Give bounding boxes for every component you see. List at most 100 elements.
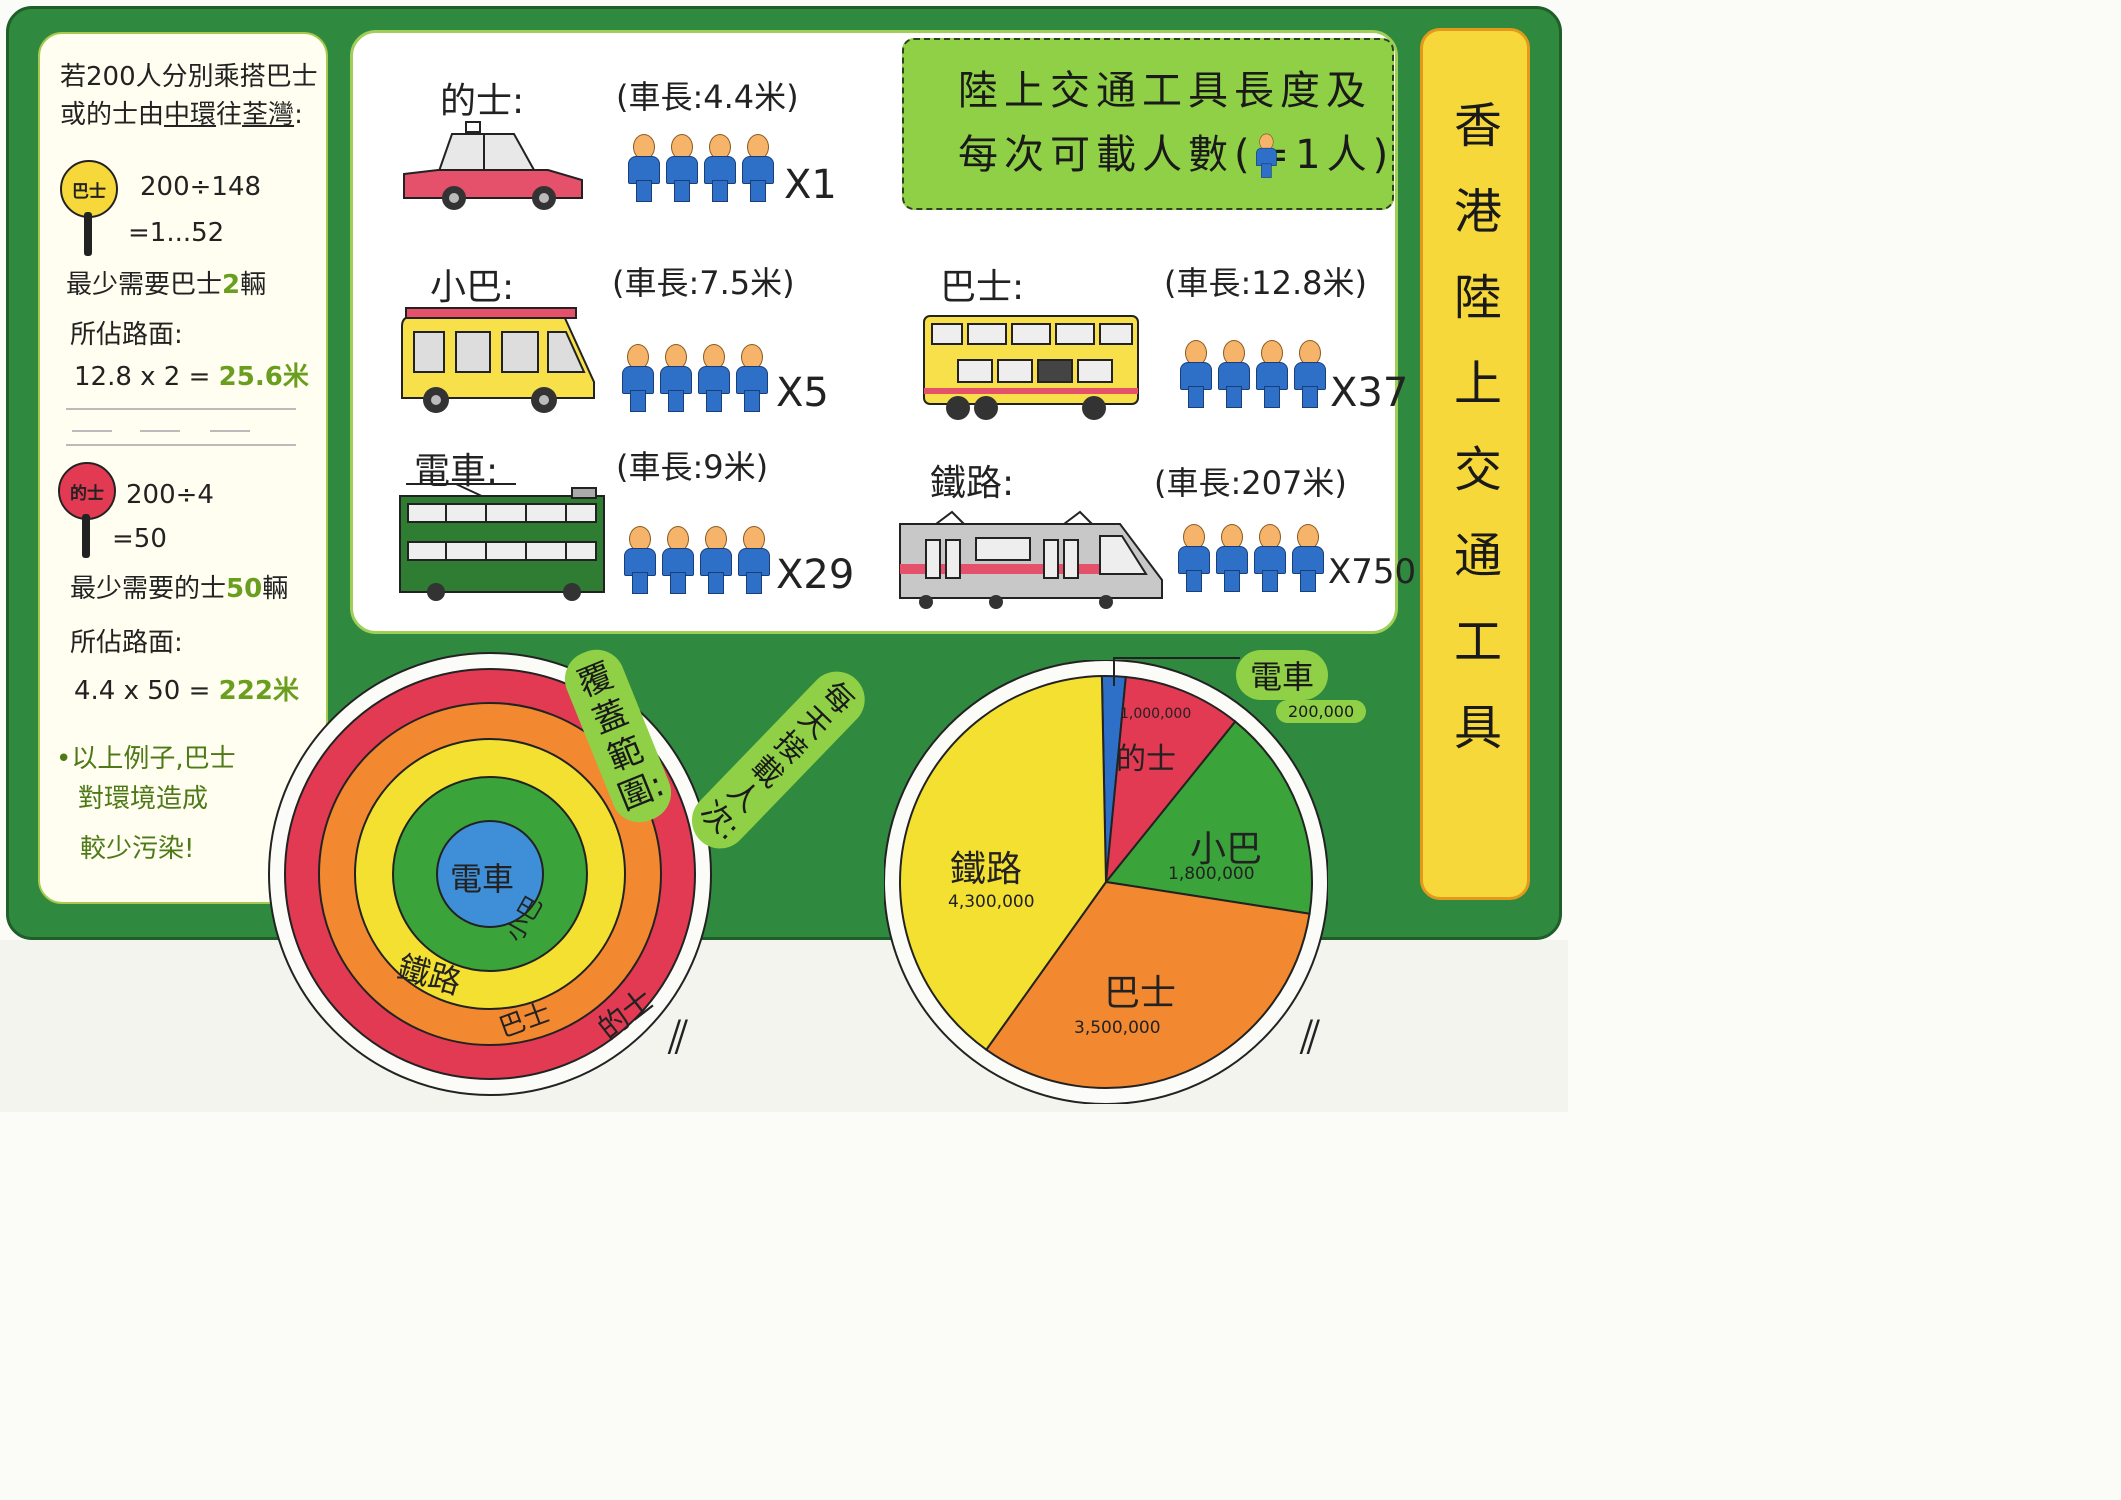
ring-tram <box>436 820 544 928</box>
bus-road-expr: 12.8 x 2 = <box>74 362 211 392</box>
bus-road-label: 所佔路面: <box>70 320 183 350</box>
ridership-pie-chart <box>883 659 1329 1105</box>
conclusion-line-2: 對環境造成 <box>78 784 209 814</box>
minibus-drawing <box>401 307 595 413</box>
title-line-1: 陸上交通工具長度及 <box>958 68 1372 114</box>
person-icon <box>1178 524 1210 592</box>
divider-dash <box>72 430 112 432</box>
taxi-road-label: 所佔路面: <box>70 628 183 658</box>
person-icon <box>698 344 730 412</box>
taxi-stop-sign: 的士 <box>58 462 116 520</box>
pie-label-rail: 鐵路 <box>950 849 1023 890</box>
person-icon <box>622 344 654 412</box>
ring-label-tram: 電車 <box>450 860 515 898</box>
taxi-min-num: 50 <box>226 574 263 604</box>
pie-leader-line <box>1113 657 1240 686</box>
title-char: 具 <box>1453 700 1502 756</box>
bus-stop-sign: 巴士 <box>60 160 118 218</box>
bus-drawing <box>923 315 1139 420</box>
minibus-people <box>622 344 774 414</box>
bus-calc-2: =1...52 <box>128 218 225 248</box>
rail-multiplier: X750 <box>1328 552 1417 592</box>
person-icon <box>628 134 660 202</box>
intro-destination: 荃灣 <box>242 100 295 130</box>
bus-min-count: 最少需要巴士2輛 <box>66 268 266 302</box>
bus-multiplier: X37 <box>1330 370 1409 416</box>
taxi-multiplier: X1 <box>784 162 837 208</box>
person-icon <box>736 344 768 412</box>
title-char: 工 <box>1453 614 1502 670</box>
taxi-drawing <box>403 121 583 210</box>
pie-slice <box>984 880 1311 1089</box>
person-icon <box>666 134 698 202</box>
minibus-multiplier: X5 <box>776 370 829 416</box>
pie-value-taxi: 1,000,000 <box>1120 706 1192 722</box>
intro-text: 或的士由 <box>60 100 165 130</box>
title-char: 港 <box>1453 184 1502 240</box>
taxi-min-pre: 最少需要的士 <box>70 574 227 604</box>
taxi-road-expr: 4.4 x 50 = <box>74 676 211 706</box>
pie-label-minibus: 小巴 <box>1190 829 1263 870</box>
person-icon <box>738 526 770 594</box>
person-icon <box>742 134 774 202</box>
person-icon <box>1218 340 1250 408</box>
bus-length: (車長:12.8米) <box>1164 264 1368 302</box>
title-line-2-post: =1人) <box>1255 132 1395 178</box>
bus-road-calc: 12.8 x 2 = 25.6米 <box>74 360 309 394</box>
pie-label-bus: 巴士 <box>1104 973 1177 1014</box>
pie-slice <box>1104 720 1313 915</box>
vertical-title-text: 香 港 陸 上 交 通 工 具 <box>1423 31 1527 771</box>
title-char: 陸 <box>1453 270 1502 326</box>
pie-value-minibus: 1,800,000 <box>1168 864 1255 884</box>
bus-stop-pole <box>84 212 92 256</box>
bus-name: 巴士: <box>940 267 1025 308</box>
taxi-min-post: 輛 <box>262 574 289 604</box>
person-icon <box>1254 524 1286 592</box>
person-icon <box>1180 340 1212 408</box>
title-char: 交 <box>1453 442 1502 498</box>
tram-multiplier: X29 <box>776 552 855 598</box>
taxi-min-count: 最少需要的士50輛 <box>70 572 288 606</box>
rail-people <box>1178 524 1330 594</box>
person-icon <box>662 526 694 594</box>
bus-people <box>1180 340 1332 410</box>
taxi-calc-1: 200÷4 <box>126 480 214 510</box>
person-icon <box>700 526 732 594</box>
taxi-calc-2: =50 <box>112 524 167 554</box>
person-icon <box>1292 524 1324 592</box>
pie-value-tram: 200,000 <box>1276 700 1367 723</box>
tram-drawing <box>399 483 605 601</box>
bus-min-num: 2 <box>222 270 241 300</box>
tram-name: 電車: <box>414 451 499 492</box>
person-icon <box>704 134 736 202</box>
pie-value-rail: 4,300,000 <box>948 892 1035 912</box>
taxi-road-calc: 4.4 x 50 = 222米 <box>74 674 299 708</box>
ridership-wheel <box>883 659 1329 1105</box>
divider-dash <box>210 430 250 432</box>
divider-line <box>66 408 296 410</box>
title-char: 香 <box>1453 98 1502 154</box>
bus-road-result: 25.6米 <box>218 362 309 392</box>
taxi-name: 的士: <box>440 81 525 122</box>
rail-drawing <box>899 510 1163 609</box>
pie-value-bus: 3,500,000 <box>1074 1018 1161 1038</box>
conclusion-line-1: •以上例子,巴士 <box>56 744 236 774</box>
rail-length: (車長:207米) <box>1154 464 1347 502</box>
coverage-wheel: 電車 小巴 鐵路 巴士 的士 <box>268 652 712 1096</box>
pie-slice <box>899 675 1108 1052</box>
title-char: 通 <box>1453 528 1502 584</box>
taxi-road-result: 222米 <box>218 676 299 706</box>
motion-lines-icon: ⫽ <box>668 1010 689 1064</box>
intro-line-2: 或的士由中環往荃灣: <box>60 98 303 132</box>
pie-label-taxi: 的士 <box>1116 742 1176 777</box>
pie-slice <box>1104 675 1237 886</box>
tram-length: (車長:9米) <box>616 448 769 486</box>
taxi-people <box>628 134 780 204</box>
minibus-name: 小巴: <box>430 267 515 308</box>
title-char: 上 <box>1453 356 1502 412</box>
person-icon <box>1216 524 1248 592</box>
pie-label-tram: 電車 <box>1236 650 1329 700</box>
person-icon <box>624 526 656 594</box>
person-icon <box>1256 340 1288 408</box>
rail-name: 鐵路: <box>930 463 1015 504</box>
